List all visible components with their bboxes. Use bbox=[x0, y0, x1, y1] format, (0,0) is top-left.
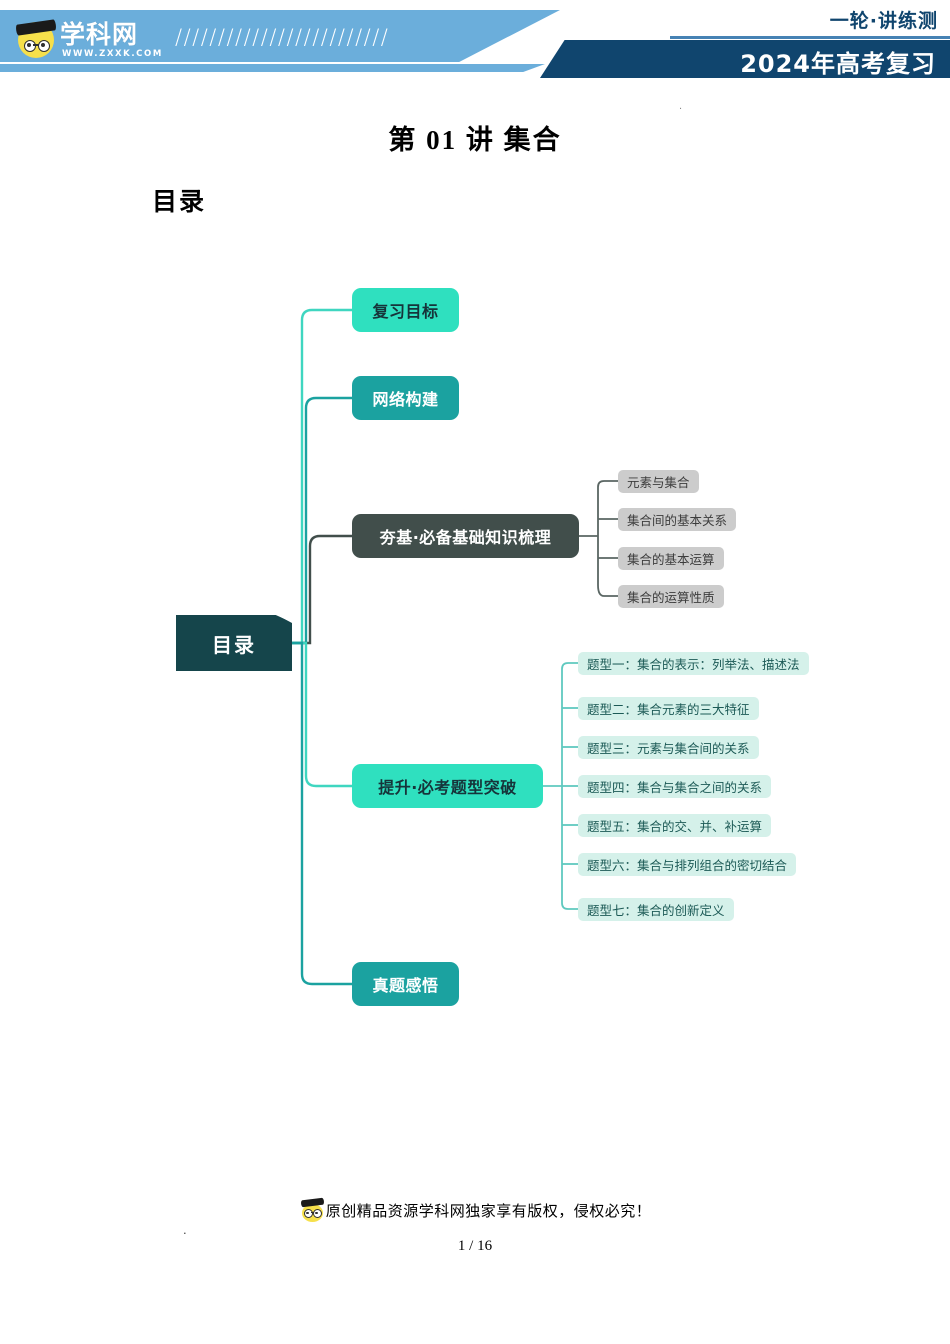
toc-heading: 目录 bbox=[152, 187, 207, 216]
node-label: 复习目标 bbox=[372, 302, 439, 321]
subnode-label: 题型五：集合的交、并、补运算 bbox=[587, 819, 763, 834]
mindmap-root-node[interactable]: 目录 bbox=[176, 615, 292, 671]
mindmap-subnode-jihejian-guanxi[interactable]: 集合间的基本关系 bbox=[618, 508, 737, 531]
header-slash-decoration: ///////////////////////// bbox=[175, 26, 390, 48]
mindmap-node-zhenti-ganwu[interactable]: 真题感悟 bbox=[352, 962, 459, 1006]
footer-copyright-text: 原创精品资源学科网独家享有版权，侵权必究！ bbox=[325, 1204, 652, 1220]
mindmap-subnode-yunsuan-xingzhi[interactable]: 集合的运算性质 bbox=[618, 585, 724, 608]
header-blue-band bbox=[0, 10, 560, 62]
mindmap: 目录 复习目标 网络构建 夯基·必备基础知识梳理 提升·必考题型突破 真题感悟 … bbox=[0, 255, 950, 1045]
mindmap-node-hangji-jichu[interactable]: 夯基·必备基础知识梳理 bbox=[352, 514, 579, 558]
mindmap-node-tisheng-tixing[interactable]: 提升·必考题型突破 bbox=[352, 764, 543, 808]
subnode-label: 题型四：集合与集合之间的关系 bbox=[587, 780, 763, 795]
node-label: 网络构建 bbox=[372, 390, 439, 409]
mascot-eye-left-icon bbox=[24, 40, 36, 52]
mindmap-subnode-tixing-4[interactable]: 题型四：集合与集合之间的关系 bbox=[578, 775, 772, 798]
mindmap-subnode-jiben-yunsuan[interactable]: 集合的基本运算 bbox=[618, 547, 724, 570]
subnode-label: 题型二：集合元素的三大特征 bbox=[587, 702, 750, 717]
subnode-label: 集合的运算性质 bbox=[627, 590, 715, 605]
page-header: 学科网 WWW.ZXXK.COM ///////////////////////… bbox=[0, 0, 950, 78]
owl-mascot-icon bbox=[15, 19, 57, 58]
footer-copyright-line: 原创精品资源学科网独家享有版权，侵权必究！ bbox=[0, 1197, 950, 1222]
mindmap-subnode-tixing-7[interactable]: 题型七：集合的创新定义 bbox=[578, 898, 734, 921]
subnode-label: 集合的基本运算 bbox=[627, 552, 715, 567]
mindmap-subnode-tixing-6[interactable]: 题型六：集合与排列组合的密切结合 bbox=[578, 853, 797, 876]
stray-dot-footer: . bbox=[183, 1222, 187, 1237]
header-year-label: 2024年高考复习 bbox=[740, 50, 936, 78]
header-blue-band-secondary bbox=[0, 64, 545, 72]
mindmap-root-label: 目录 bbox=[212, 632, 256, 657]
mindmap-subnode-tixing-5[interactable]: 题型五：集合的交、并、补运算 bbox=[578, 814, 772, 837]
node-label: 提升·必考题型突破 bbox=[378, 778, 517, 797]
subnode-label: 题型三：元素与集合间的关系 bbox=[587, 741, 750, 756]
mindmap-node-wangluo-goujian[interactable]: 网络构建 bbox=[352, 376, 459, 420]
brand-logo: 学科网 WWW.ZXXK.COM bbox=[15, 16, 258, 62]
page-title: 第 01 讲 集合 bbox=[388, 125, 562, 155]
root-folded-corner-icon bbox=[277, 615, 292, 623]
mindmap-subnode-tixing-2[interactable]: 题型二：集合元素的三大特征 bbox=[578, 697, 759, 720]
mindmap-subnode-yuansu-jihe[interactable]: 元素与集合 bbox=[618, 470, 699, 493]
stray-dot-top: . bbox=[679, 100, 683, 112]
header-dark-band bbox=[540, 40, 950, 78]
page-number: 1 / 16 bbox=[457, 1238, 493, 1254]
owl-mascot-footer-icon bbox=[299, 1197, 325, 1222]
brand-url: WWW.ZXXK.COM bbox=[62, 49, 163, 59]
mascot-eye-right-icon bbox=[38, 40, 50, 52]
node-label: 夯基·必备基础知识梳理 bbox=[379, 528, 552, 547]
subnode-label: 题型六：集合与排列组合的密切结合 bbox=[587, 858, 788, 873]
mindmap-connectors bbox=[290, 308, 618, 986]
subnode-label: 题型一：集合的表示：列举法、描述法 bbox=[587, 657, 800, 672]
mindmap-subnode-tixing-1[interactable]: 题型一：集合的表示：列举法、描述法 bbox=[578, 652, 809, 675]
brand-name: 学科网 bbox=[60, 20, 139, 49]
node-label: 真题感悟 bbox=[372, 976, 439, 995]
header-series-label: 一轮·讲练测 bbox=[829, 10, 938, 32]
mindmap-subnode-tixing-3[interactable]: 题型三：元素与集合间的关系 bbox=[578, 736, 759, 759]
page-footer: 原创精品资源学科网独家享有版权，侵权必究！ 1 / 16 bbox=[0, 1197, 950, 1254]
subnode-label: 题型七：集合的创新定义 bbox=[587, 903, 725, 918]
mascot-glasses-bridge-icon bbox=[33, 44, 39, 46]
subnode-label: 集合间的基本关系 bbox=[627, 513, 728, 528]
header-divider-rule bbox=[670, 36, 950, 39]
subnode-label: 元素与集合 bbox=[627, 475, 690, 490]
graduation-cap-icon bbox=[15, 19, 57, 36]
mindmap-node-fuxi-mubiao[interactable]: 复习目标 bbox=[352, 288, 459, 332]
